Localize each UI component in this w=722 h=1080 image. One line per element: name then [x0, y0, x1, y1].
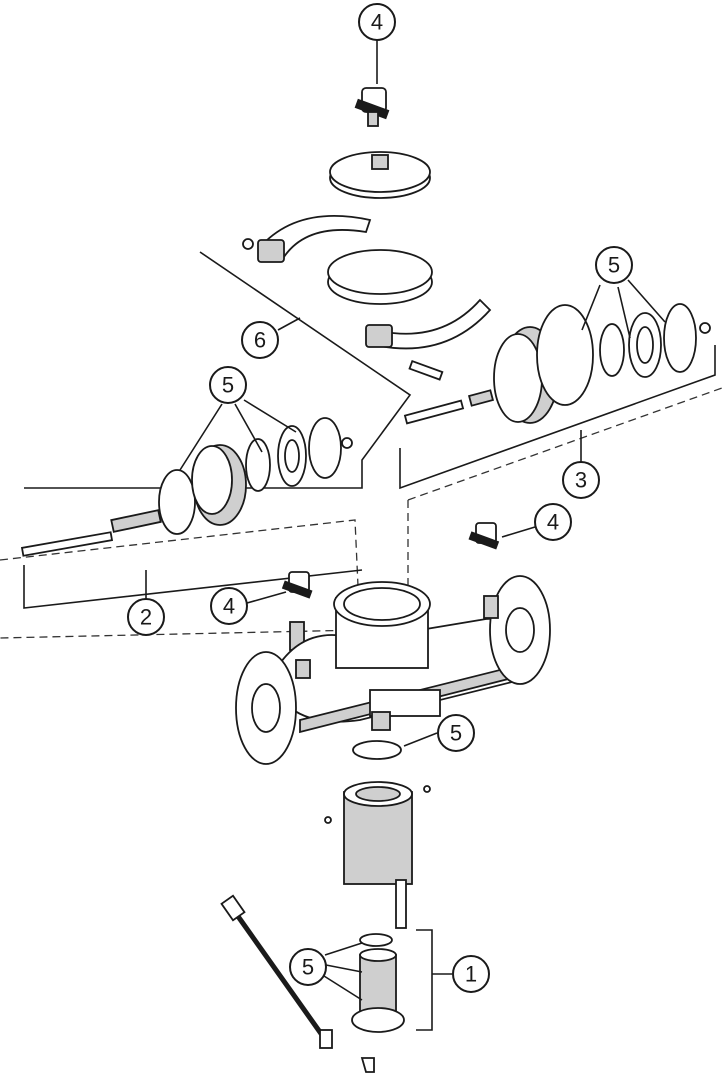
top-test-cock [354, 87, 390, 127]
callout-3: 3 [562, 461, 600, 499]
svg-text:4: 4 [223, 594, 235, 619]
svg-text:6: 6 [254, 328, 266, 353]
group-brackets [23, 251, 716, 1031]
callout-5-oring: 5 [437, 714, 475, 752]
callout-4-right: 4 [534, 503, 572, 541]
leader-lines [145, 40, 666, 1001]
section-boundaries [0, 387, 722, 640]
callout-5-right: 5 [595, 246, 633, 284]
clamp-assembly [242, 215, 492, 381]
svg-text:5: 5 [302, 955, 314, 980]
svg-text:4: 4 [547, 510, 559, 535]
svg-text:2: 2 [140, 605, 152, 630]
strainer-sleeve [324, 781, 431, 929]
sensing-tube [220, 894, 375, 1073]
callout-2: 2 [127, 598, 165, 636]
svg-text:5: 5 [608, 253, 620, 278]
callout-6: 6 [241, 321, 279, 359]
right-check-assembly [403, 303, 711, 425]
body-test-cocks [281, 522, 500, 651]
svg-text:5: 5 [450, 721, 462, 746]
callout-5-left: 5 [209, 366, 247, 404]
left-check-assembly [20, 417, 353, 557]
svg-text:5: 5 [222, 373, 234, 398]
svg-text:1: 1 [465, 962, 477, 987]
bottom-adapter [351, 933, 405, 1033]
callout-5-lower: 5 [289, 948, 327, 986]
callout-4-top: 4 [358, 3, 396, 41]
svg-text:3: 3 [575, 468, 587, 493]
valve-cover [329, 151, 431, 199]
bottom-o-ring [352, 740, 402, 760]
svg-text:4: 4 [371, 10, 383, 35]
valve-body [235, 575, 551, 765]
callout-1: 1 [452, 955, 490, 993]
callout-4-left: 4 [210, 587, 248, 625]
